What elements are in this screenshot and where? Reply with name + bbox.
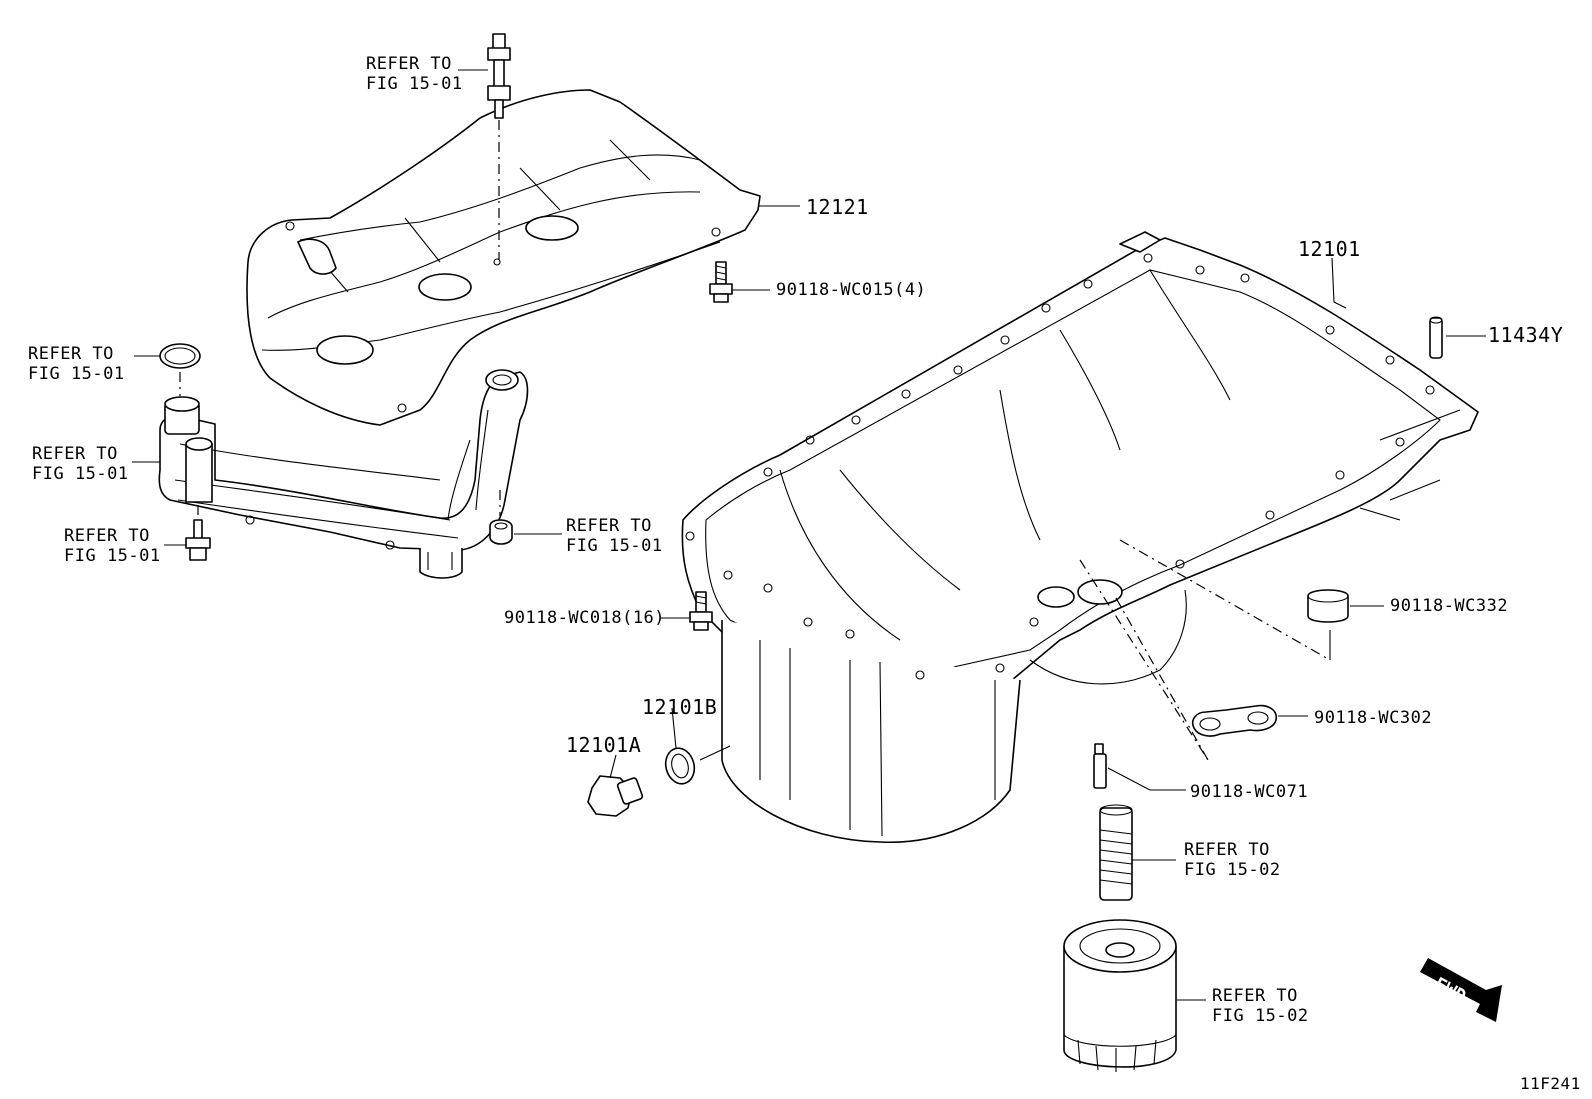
diagram-code: 11F241 [1520, 1074, 1581, 1093]
refer-label-bolt: REFER TO FIG 15-01 [64, 526, 161, 566]
collar-wc332[interactable] [1307, 589, 1349, 623]
part-number-12101B[interactable]: 12101B [642, 695, 718, 719]
refer-label-strainer: REFER TO FIG 15-01 [32, 444, 129, 484]
strainer-grommet[interactable] [489, 519, 513, 545]
top-stud-bolt[interactable] [487, 33, 511, 119]
strainer-bolt[interactable] [185, 519, 211, 561]
drain-gasket-12101B[interactable] [662, 745, 698, 787]
strainer-o-ring[interactable] [159, 343, 201, 369]
drain-plug-12101A[interactable] [587, 775, 644, 817]
bolt-wc071[interactable] [1093, 743, 1107, 789]
dowel-pin-11434Y[interactable] [1429, 316, 1443, 359]
bolt-wc015[interactable] [709, 261, 733, 303]
refer-label-filter: REFER TO FIG 15-02 [1212, 986, 1309, 1026]
filter-stud[interactable] [1099, 804, 1133, 901]
oil-filter[interactable] [1063, 919, 1177, 1072]
part-number-12101[interactable]: 12101 [1298, 237, 1361, 261]
fwd-arrow-icon: FWD [1420, 958, 1502, 1022]
refer-label-stud: REFER TO FIG 15-02 [1184, 840, 1281, 880]
part-number-wc332[interactable]: 90118-WC332 [1390, 596, 1509, 616]
refer-label-top: REFER TO FIG 15-01 [366, 54, 463, 94]
part-number-12101A[interactable]: 12101A [566, 733, 642, 757]
baffle-plate-12121[interactable] [246, 89, 761, 426]
part-number-wc071[interactable]: 90118-WC071 [1190, 782, 1309, 802]
oil-pan-bolt-holes [685, 253, 1435, 680]
part-number-wc015[interactable]: 90118-WC015(4) [776, 280, 927, 300]
refer-label-oring: REFER TO FIG 15-01 [28, 344, 125, 384]
part-number-wc302[interactable]: 90118-WC302 [1314, 708, 1433, 728]
part-number-12121[interactable]: 12121 [806, 195, 869, 219]
oil-strainer[interactable] [158, 369, 529, 579]
refer-label-grommet: REFER TO FIG 15-01 [566, 516, 663, 556]
oil-pan-12101[interactable] [681, 231, 1479, 844]
part-number-11434Y[interactable]: 11434Y [1488, 323, 1564, 347]
part-number-wc018[interactable]: 90118-WC018(16) [504, 608, 666, 628]
bolt-wc018[interactable] [689, 591, 713, 631]
gasket-wc302[interactable] [1191, 704, 1278, 737]
